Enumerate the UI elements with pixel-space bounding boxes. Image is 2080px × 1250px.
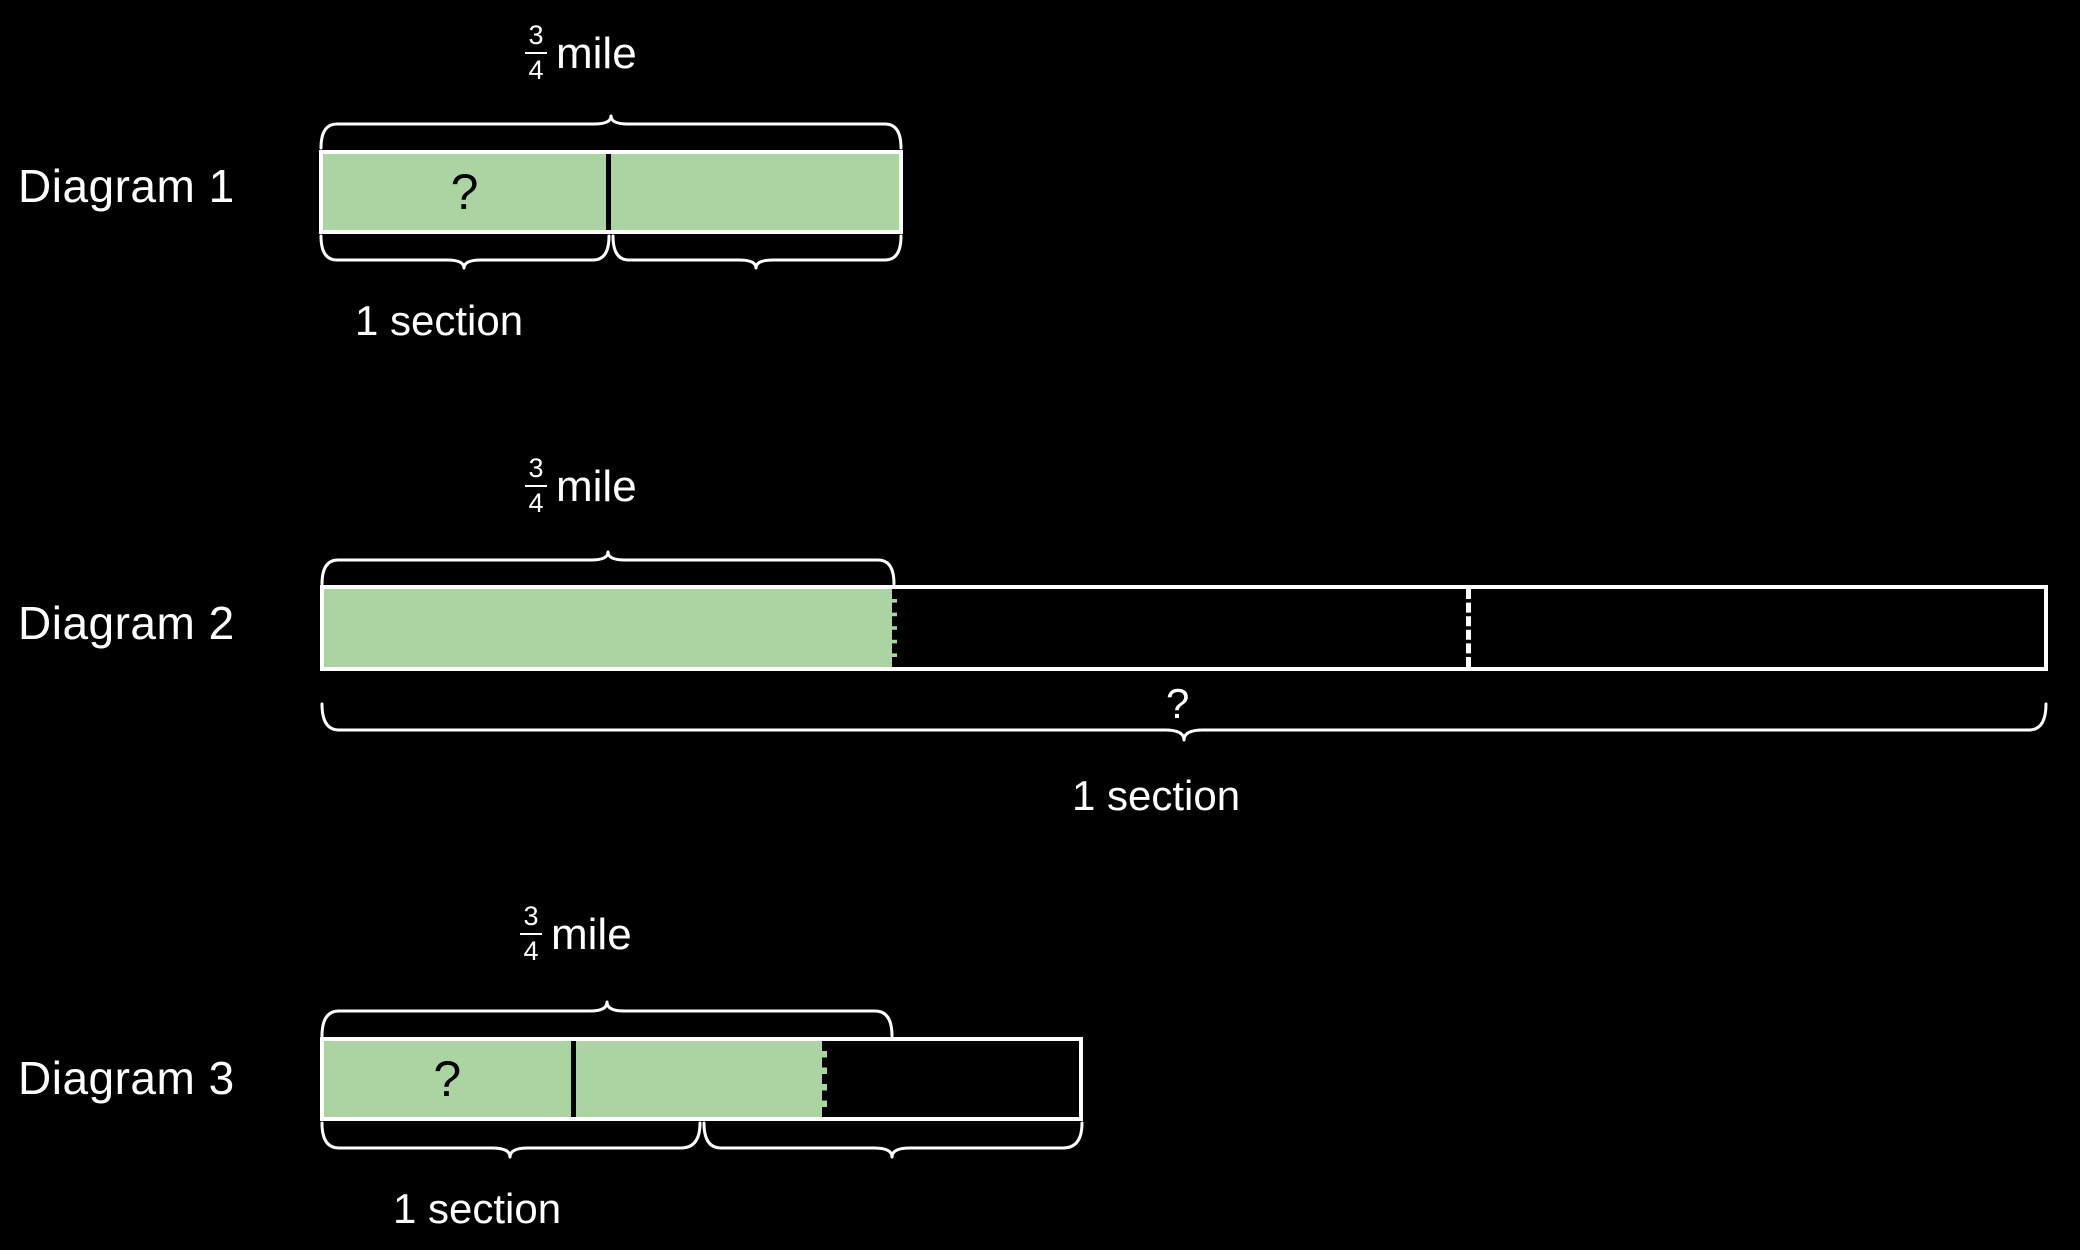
fraction-divider-line: [525, 484, 547, 487]
diagram-3-cell-1: ?: [324, 1041, 576, 1117]
diagram-1-top-brace: [319, 114, 903, 150]
diagram-1-top-label: 3 4 mile: [525, 21, 637, 85]
diagram-1-cell-2: [611, 154, 899, 230]
diagram-1-cell-1: ?: [323, 154, 611, 230]
diagram-1-row-label: Diagram 1: [18, 160, 235, 212]
diagram-2-top-brace: [320, 550, 896, 586]
unit-label: mile: [556, 28, 637, 78]
diagram-3-top-label: 3 4 mile: [520, 902, 632, 966]
unit-label: mile: [551, 909, 632, 959]
diagram-3-bottom-caption: 1 section: [393, 1185, 562, 1232]
diagram-1-bottom-caption: 1 section: [355, 297, 524, 344]
diagram-3-bottom-brace-1: [320, 1121, 702, 1159]
diagram-2-cells: [324, 589, 2044, 667]
diagram-3-cells: ?: [324, 1041, 1079, 1117]
fraction-three-quarters: 3 4: [525, 454, 547, 517]
fraction-divider-line: [520, 932, 542, 935]
diagram-2-bar: [320, 585, 2048, 671]
diagram-3-cell-3: [827, 1041, 1079, 1117]
diagram-2-row-label: Diagram 2: [18, 597, 235, 649]
diagram-1-cells: ?: [323, 154, 899, 230]
fraction-three-quarters: 3 4: [525, 21, 547, 84]
diagram-2-cell-2: [897, 589, 1471, 667]
diagram-3-bar: ?: [320, 1037, 1083, 1121]
diagram-2-bottom-caption: 1 section: [1072, 772, 1241, 819]
diagram-2-top-label: 3 4 mile: [525, 454, 637, 518]
fraction-three-quarters: 3 4: [520, 902, 542, 965]
diagram-1-bar: ?: [319, 150, 903, 234]
diagram-1-bottom-brace-1: [319, 234, 611, 270]
diagram-3-bottom-brace-2: [702, 1121, 1084, 1159]
diagram-1-bottom-brace-2: [611, 234, 903, 270]
fraction-divider-line: [525, 51, 547, 54]
diagram-2-cell-3: [1470, 589, 2044, 667]
diagram-2-bottom-brace: [320, 702, 2048, 742]
diagram-3-row-label: Diagram 3: [18, 1052, 235, 1104]
diagram-3-top-brace: [320, 1000, 894, 1038]
diagram-2-question-mark: ?: [1166, 680, 1190, 727]
unit-label: mile: [556, 461, 637, 511]
diagram-3-cell-2: [575, 1041, 828, 1117]
diagram-2-cell-1: [324, 589, 898, 667]
